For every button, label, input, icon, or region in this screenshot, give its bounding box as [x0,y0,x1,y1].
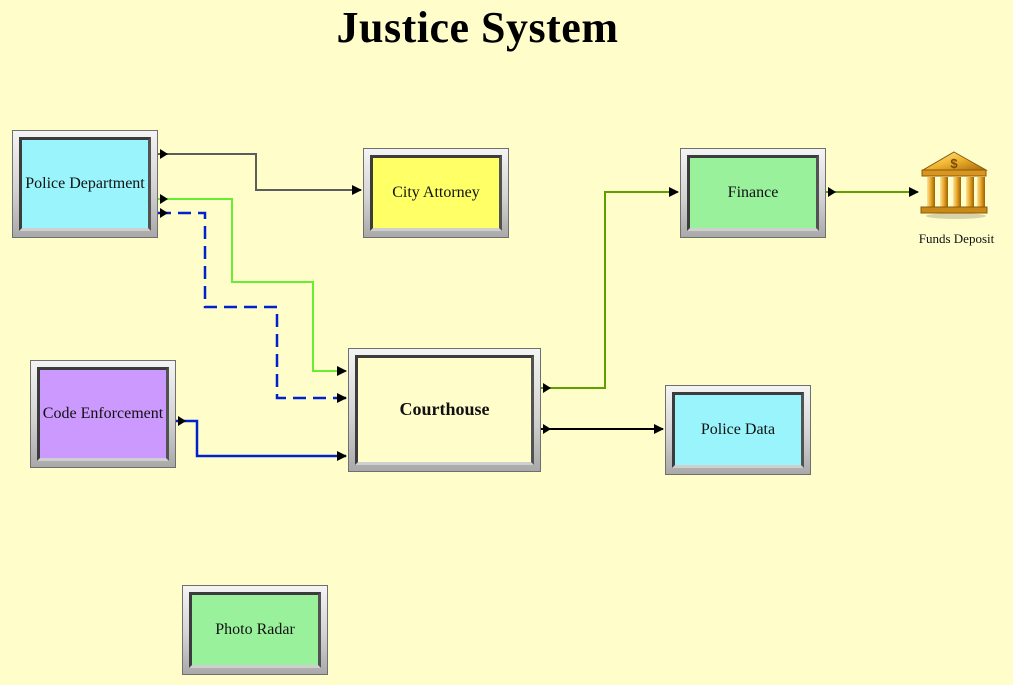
courthouse-node[interactable]: Courthouse [348,348,541,472]
police-department-node[interactable]: Police Department [12,130,158,238]
photo-radar-label: Photo Radar [215,620,295,638]
finance-node[interactable]: Finance [680,148,826,238]
finance-fill: Finance [687,155,819,231]
photo-radar-fill: Photo Radar [189,592,321,668]
connector-police-to-city-attorney[interactable] [158,153,362,195]
photo-radar-node[interactable]: Photo Radar [182,585,328,675]
police-data-label: Police Data [700,420,776,438]
courthouse-label: Courthouse [399,399,490,420]
city-attorney-label: City Attorney [392,183,480,201]
connector-courthouse-to-finance[interactable] [541,187,679,389]
connector-police-to-courthouse-green[interactable] [158,198,347,376]
police-department-fill: Police Department [19,137,151,231]
police-data-fill: Police Data [672,392,804,468]
source-port-markers [160,149,836,434]
connector-code-enforcement-to-courthouse[interactable] [176,419,347,461]
bank-icon[interactable]: $ [918,150,990,220]
page-title: Justice System [336,3,619,52]
courthouse-fill: Courthouse [355,355,534,465]
code-enforcement-node[interactable]: Code Enforcement [30,360,176,468]
police-department-label: Police Department [25,174,145,192]
city-attorney-node[interactable]: City Attorney [363,148,509,238]
funds-deposit-label: Funds Deposit [918,231,995,246]
code-enforcement-label: Code Enforcement [42,404,164,422]
city-attorney-fill: City Attorney [370,155,502,231]
finance-label: Finance [727,183,779,201]
svg-text:$: $ [950,156,958,171]
code-enforcement-fill: Code Enforcement [37,367,169,461]
police-data-node[interactable]: Police Data [665,385,811,475]
